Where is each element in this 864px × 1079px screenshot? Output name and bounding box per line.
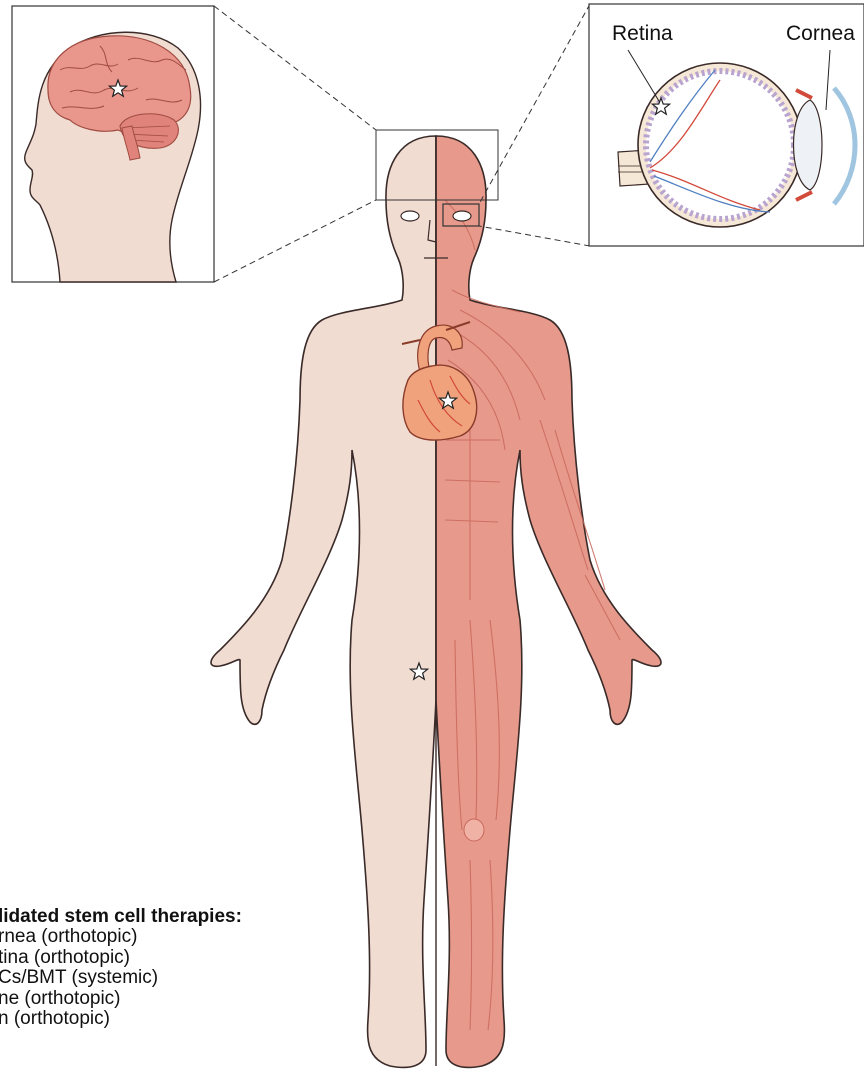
right-eye	[453, 211, 471, 221]
retina-label: Retina	[612, 22, 673, 46]
body-silhouette	[211, 136, 436, 1067]
legend-item: ne (orthotopic)	[0, 989, 242, 1010]
legend-item: rnea (orthotopic)	[0, 927, 242, 948]
body-silhouette-right	[436, 136, 661, 1067]
brain-inset	[12, 6, 214, 282]
therapies-legend: lidated stem cell therapies: rnea (ortho…	[0, 906, 242, 1030]
legend-item: Cs/BMT (systemic)	[0, 968, 242, 989]
left-eye	[401, 211, 419, 221]
legend-title: lidated stem cell therapies:	[0, 906, 242, 927]
legend-item: n (orthotopic)	[0, 1009, 242, 1030]
kneecap	[464, 819, 484, 841]
legend-item: tina (orthotopic)	[0, 948, 242, 969]
cornea-label: Cornea	[786, 22, 855, 46]
human-body	[211, 136, 661, 1067]
